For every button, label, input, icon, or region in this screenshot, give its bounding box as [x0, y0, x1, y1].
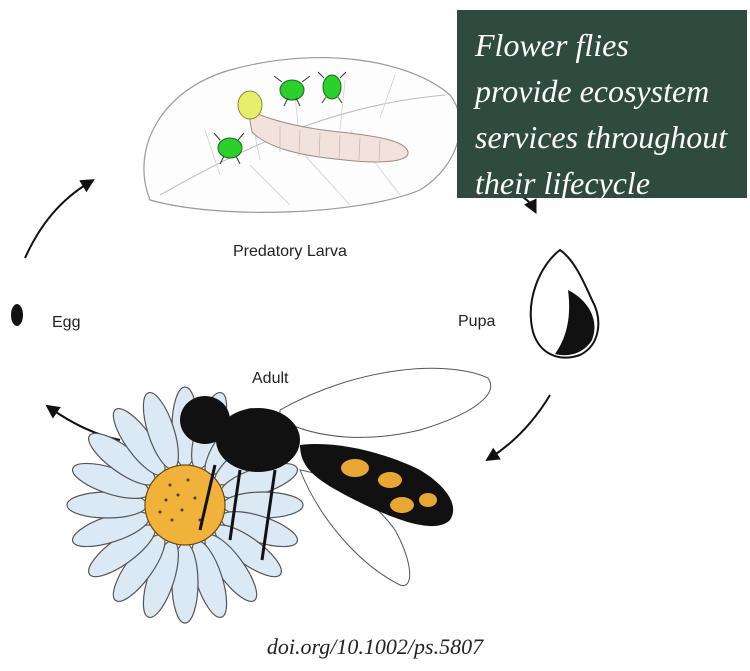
doi-citation: doi.org/10.1002/ps.5807 — [0, 634, 750, 660]
callout-text: Flower flies provide ecosystem services … — [475, 22, 729, 206]
pupa-illustration — [531, 250, 599, 358]
stage-label-adult: Adult — [252, 370, 289, 387]
stage-label-larva: Predatory Larva — [233, 243, 347, 260]
stage-label-pupa: Pupa — [458, 313, 495, 330]
stage-label-egg: Egg — [52, 314, 80, 331]
egg-illustration — [11, 304, 23, 326]
callout-box: Flower flies provide ecosystem services … — [457, 10, 747, 198]
